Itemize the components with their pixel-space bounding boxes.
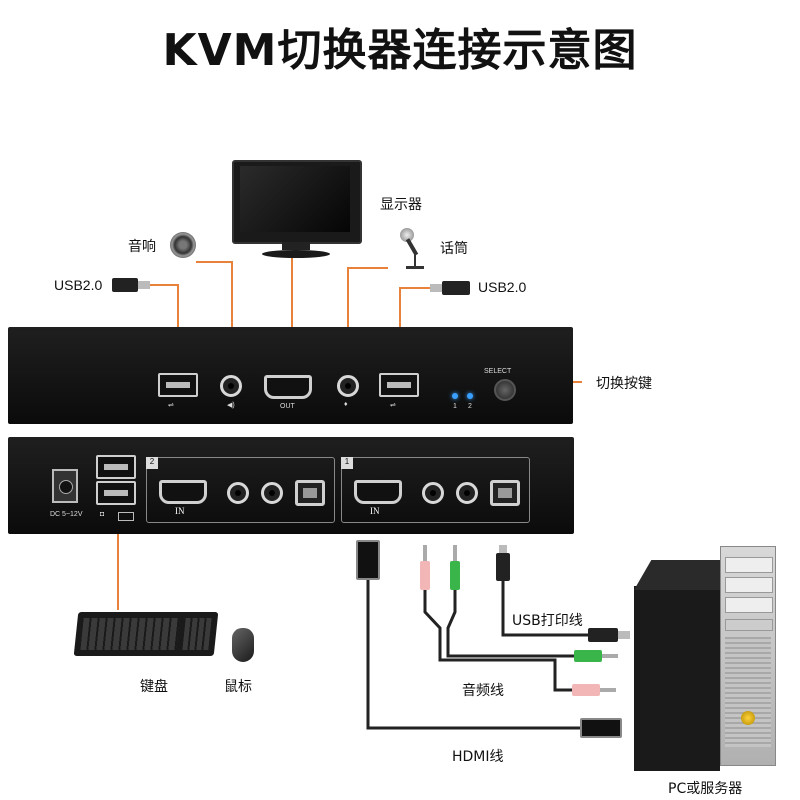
- pc-server-label: PC或服务器: [668, 781, 743, 797]
- usb-right-label: USB2.0: [478, 279, 527, 295]
- hdmi-plug-top-icon: [356, 540, 380, 580]
- front-usb-port-right: [379, 373, 419, 397]
- switch-button-label: 切换按键: [596, 376, 652, 392]
- monitor-label: 显示器: [380, 197, 422, 213]
- keyboard-symbol-icon: [118, 512, 134, 521]
- cable-hdmi: [366, 580, 582, 730]
- select-label: SELECT: [484, 368, 512, 375]
- front-audio-jack: [220, 375, 242, 397]
- rear-usb-b-port-2: [295, 480, 325, 506]
- led-1-icon: [452, 393, 458, 399]
- microphone-label: 话筒: [440, 241, 468, 257]
- rear-hdmi-in-2: [159, 480, 207, 504]
- usb-stick-left-icon: [112, 278, 150, 292]
- front-hdmi-out-port: [264, 375, 312, 399]
- out-label: OUT: [280, 403, 295, 410]
- in-label-1: IN: [370, 506, 380, 516]
- led-1-label: 1: [453, 403, 457, 410]
- port-group-1-number: 1: [341, 457, 353, 469]
- audio-cable-label: 音频线: [462, 683, 504, 699]
- select-button[interactable]: [494, 379, 516, 401]
- kvm-rear-panel: DC 5~12V ◘ 2 IN 1 IN: [8, 437, 574, 534]
- speaker-symbol-icon: ◀): [227, 402, 235, 409]
- hdmi-plug-pc-icon: [580, 718, 622, 738]
- cable-usb: [501, 580, 590, 637]
- microphone-icon: [396, 226, 434, 270]
- led-2-label: 2: [468, 403, 472, 410]
- audio-plug-pink-pc-icon: [572, 684, 616, 696]
- rear-mic-jack-2: [227, 482, 249, 504]
- usb-plug-pc-icon: [588, 628, 630, 642]
- pc-tower-icon: [634, 546, 776, 771]
- mouse-symbol-icon: ◘: [100, 511, 105, 518]
- usb-left-label: USB2.0: [54, 277, 103, 293]
- keyboard-label: 键盘: [140, 679, 168, 695]
- front-mic-jack: [337, 375, 359, 397]
- rear-mic-jack-1: [422, 482, 444, 504]
- front-usb-port-left: [158, 373, 198, 397]
- mouse-label: 鼠标: [224, 679, 252, 695]
- cable-audio-green: [446, 590, 575, 658]
- usb-symbol-icon-2: ⇌: [390, 402, 396, 409]
- audio-plug-green-top-icon: [450, 545, 460, 590]
- usb-printer-cable-label: USB打印线: [512, 613, 583, 629]
- speaker-icon: [170, 232, 196, 258]
- mic-symbol-icon: ♦: [344, 401, 348, 408]
- page-title: KVM切换器连接示意图: [162, 25, 638, 76]
- monitor-icon: [232, 160, 362, 260]
- hdmi-cable-label: HDMI线: [452, 749, 504, 765]
- dc-power-jack: [52, 469, 78, 503]
- port-group-1: 1 IN: [341, 457, 530, 523]
- usb-stick-right-icon: [430, 281, 470, 295]
- port-group-2: 2 IN: [146, 457, 335, 523]
- audio-plug-green-pc-icon: [574, 650, 618, 662]
- kvm-front-panel: ⇌ ◀) OUT ♦ ⇌ 1 2 SELECT: [8, 327, 573, 424]
- rear-usb-stack: [96, 455, 140, 505]
- led-2-icon: [467, 393, 473, 399]
- mouse-icon: [232, 628, 254, 662]
- rear-audio-jack-2: [261, 482, 283, 504]
- rear-audio-jack-1: [456, 482, 478, 504]
- speaker-label: 音响: [128, 239, 156, 255]
- dc-label: DC 5~12V: [50, 511, 83, 518]
- in-label-2: IN: [175, 506, 185, 516]
- usb-plug-top-icon: [496, 545, 510, 581]
- rear-hdmi-in-1: [354, 480, 402, 504]
- audio-plug-pink-top-icon: [420, 545, 430, 590]
- cable-audio-pink: [423, 590, 572, 692]
- keyboard-icon: [73, 612, 219, 656]
- rear-usb-b-port-1: [490, 480, 520, 506]
- port-group-2-number: 2: [146, 457, 158, 469]
- usb-symbol-icon: ⇌: [168, 402, 174, 409]
